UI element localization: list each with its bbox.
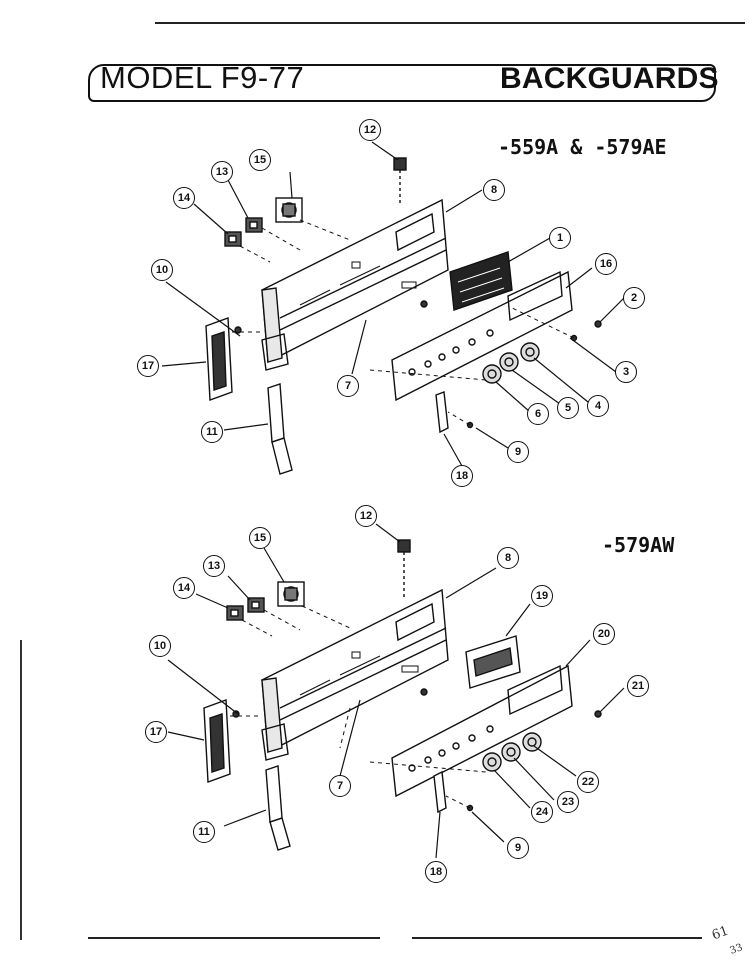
callout-10: 10 (151, 259, 173, 281)
callout-17: 17 (145, 721, 167, 743)
callout-10: 10 (149, 635, 171, 657)
variant-label-bottom: -579AW (602, 533, 675, 557)
callout-6: 6 (527, 403, 549, 425)
callout-20: 20 (593, 623, 615, 645)
callout-7: 7 (337, 375, 359, 397)
variant-label-top: -559A & -579AE (498, 135, 667, 159)
callout-5: 5 (557, 397, 579, 419)
top-rule (155, 22, 745, 24)
callout-13: 13 (211, 161, 233, 183)
callout-7: 7 (329, 775, 351, 797)
callout-17: 17 (137, 355, 159, 377)
callout-8: 8 (497, 547, 519, 569)
callout-4: 4 (587, 395, 609, 417)
callout-22: 22 (577, 771, 599, 793)
callout-23: 23 (557, 791, 579, 813)
callout-11: 11 (201, 421, 223, 443)
callout-14: 14 (173, 187, 195, 209)
callout-3: 3 (615, 361, 637, 383)
model-title: MODEL F9-77 (100, 60, 305, 95)
callout-12: 12 (359, 119, 381, 141)
callout-8: 8 (483, 179, 505, 201)
top-backguard-assembly (161, 141, 625, 475)
callout-13: 13 (203, 555, 225, 577)
callout-11: 11 (193, 821, 215, 843)
section-title: BACKGUARDS (500, 62, 719, 95)
bottom-rule-left (88, 937, 380, 939)
callout-16: 16 (595, 253, 617, 275)
callout-14: 14 (173, 577, 195, 599)
callout-2: 2 (623, 287, 645, 309)
bottom-backguard-assembly (167, 523, 625, 859)
title-frame (88, 64, 716, 102)
callout-15: 15 (249, 149, 271, 171)
callout-9: 9 (507, 837, 529, 859)
callout-18: 18 (451, 465, 473, 487)
callout-12: 12 (355, 505, 377, 527)
callout-15: 15 (249, 527, 271, 549)
callout-19: 19 (531, 585, 553, 607)
callout-9: 9 (507, 441, 529, 463)
callout-18: 18 (425, 861, 447, 883)
callout-1: 1 (549, 227, 571, 249)
callout-24: 24 (531, 801, 553, 823)
bottom-rule-right (412, 937, 702, 939)
callout-21: 21 (627, 675, 649, 697)
left-margin-line (20, 640, 22, 940)
